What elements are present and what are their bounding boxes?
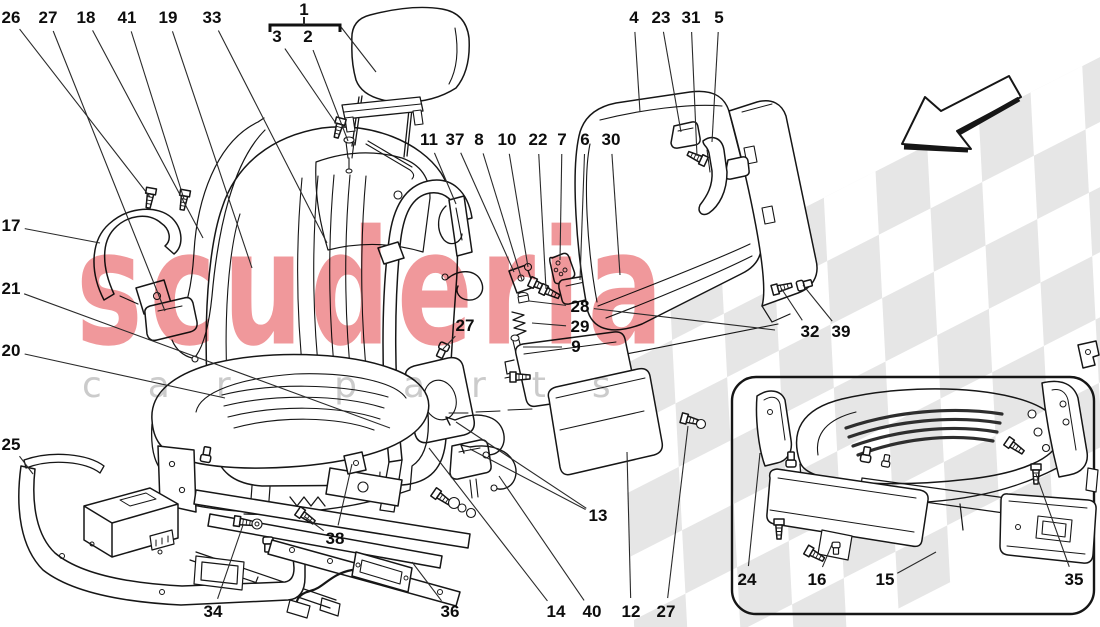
leader-line: [312, 49, 349, 142]
leader-line: [340, 26, 377, 73]
leader-line: [460, 152, 515, 273]
leader-line: [1035, 473, 1070, 568]
leader-line: [284, 48, 338, 126]
direction-arrow-icon: [901, 75, 1022, 153]
leader-line: [626, 451, 632, 599]
leader-line: [538, 153, 547, 290]
leader-line: [217, 524, 244, 599]
leader-line: [802, 284, 833, 322]
leader-line: [52, 30, 166, 312]
leader-line: [528, 300, 567, 306]
leader-line: [411, 561, 442, 602]
leader-line: [498, 475, 585, 601]
leader-line: [634, 31, 641, 113]
leader-line: [691, 31, 698, 157]
leader-line: [428, 447, 548, 602]
leader-line: [559, 153, 563, 261]
leader-line: [508, 153, 529, 268]
leader-line: [171, 31, 253, 269]
backrest-shell-panels: [504, 90, 1100, 379]
leader-line: [897, 551, 937, 574]
harness-and-connector: [267, 539, 461, 619]
leader-line: [531, 322, 567, 327]
leader-line: [442, 335, 456, 350]
belt-wires-and-guide-trim: [93, 117, 266, 363]
inset-detail-box: [730, 375, 1099, 616]
ecu-module: [83, 487, 179, 558]
leader-line: [667, 425, 689, 599]
leader-line: [747, 452, 761, 567]
leader-line: [92, 30, 204, 239]
release-cables: [445, 414, 517, 492]
leader-line: [19, 455, 34, 475]
leader-line: [780, 287, 803, 321]
leader-line: [304, 516, 325, 532]
leader-line: [821, 541, 834, 568]
leader-line: [593, 308, 776, 331]
headrest: [330, 6, 470, 180]
leader-line: [19, 28, 151, 198]
inset-seat-cushion: [795, 380, 1099, 531]
leader-line: [24, 228, 101, 244]
leader-line: [611, 153, 621, 276]
leader-line: [469, 448, 586, 510]
leader-line: [579, 153, 586, 281]
leader-line: [217, 30, 328, 244]
leader-line: [337, 463, 353, 526]
leader-line: [433, 152, 457, 205]
bracket-for-part-1: [268, 23, 342, 32]
leader-line: [711, 31, 719, 143]
leader-line: [23, 293, 391, 429]
inset-trim-panels: [755, 390, 1097, 565]
leader-line: [24, 353, 226, 399]
leader-line: [455, 421, 587, 509]
leader-line: [662, 31, 682, 133]
leader-line: [482, 153, 523, 281]
leader-line: [130, 31, 185, 200]
belt-guide-panels: [433, 331, 707, 476]
